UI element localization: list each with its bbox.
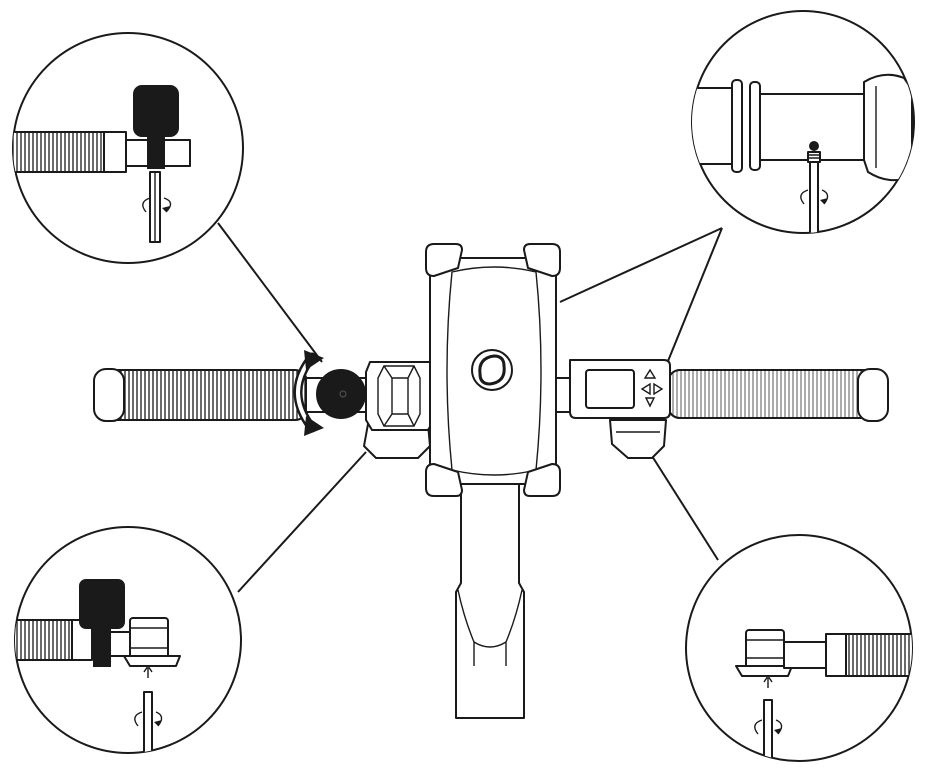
collar-ring-2 (749, 81, 761, 171)
screw-hole (809, 141, 819, 151)
leader-lines (217, 222, 723, 593)
left-clamp-detail (377, 365, 421, 427)
display-right-button (653, 382, 664, 396)
holder-corner-top-left (425, 243, 463, 277)
brake-clamp (745, 629, 785, 669)
grip-detail (15, 619, 75, 661)
knob-stem (147, 135, 165, 169)
stem (455, 469, 525, 719)
brake-lever-tab (123, 655, 181, 667)
leader-bottom-left (237, 451, 367, 593)
callout-bottom-right (685, 534, 913, 762)
bar-section (783, 641, 829, 669)
brake-lever-tab (735, 665, 793, 677)
display-left-button (640, 382, 651, 396)
leader-bottom-right (651, 455, 719, 561)
holder-corner-bottom-left (425, 463, 463, 497)
display-up-button (643, 368, 657, 379)
screwdriver-icon (143, 664, 153, 753)
leader-top-right-b (665, 227, 723, 367)
rotation-arrow-icon (754, 719, 783, 735)
grip-knob (316, 369, 366, 419)
rotation-arrow-icon (142, 197, 172, 213)
throttle-housing (863, 73, 913, 182)
left-grip-end (93, 368, 125, 422)
display-screen (585, 369, 635, 409)
knob-stem (93, 627, 111, 667)
brake-clamp (129, 617, 169, 659)
knob-detail (133, 85, 179, 137)
left-grip (96, 369, 308, 421)
leader-top-left (217, 222, 323, 363)
leader-top-right-a (559, 227, 723, 303)
grip-detail (13, 131, 107, 173)
grip-knob-center (339, 390, 347, 398)
screwdriver-icon (149, 171, 161, 243)
clamp-ring (103, 131, 127, 173)
clamp-ring (825, 633, 847, 677)
holder-corner-bottom-right (523, 463, 561, 497)
callout-top-left (12, 32, 244, 264)
callout-top-right (691, 10, 915, 234)
left-clamp-housing (365, 361, 435, 431)
screwdriver-icon (763, 674, 773, 761)
screwdriver-icon (807, 151, 821, 233)
stem-clamp (457, 589, 523, 666)
handlebar (93, 243, 889, 719)
grip-detail (845, 633, 912, 677)
right-brake-lever (609, 419, 667, 459)
callout-bottom-left (14, 526, 242, 754)
rotate-arrow-icon (293, 350, 324, 436)
bar-section (109, 631, 133, 657)
rotation-arrow-icon (134, 711, 163, 727)
right-grip (667, 369, 887, 419)
display-down-button (644, 397, 656, 408)
right-grip-end (857, 368, 889, 422)
knob-detail (79, 579, 125, 629)
rotation-arrow-icon (800, 189, 829, 205)
holder-corner-top-right (523, 243, 561, 277)
collar-ring-1 (731, 79, 743, 173)
phone-holder-logo-icon (471, 349, 513, 391)
